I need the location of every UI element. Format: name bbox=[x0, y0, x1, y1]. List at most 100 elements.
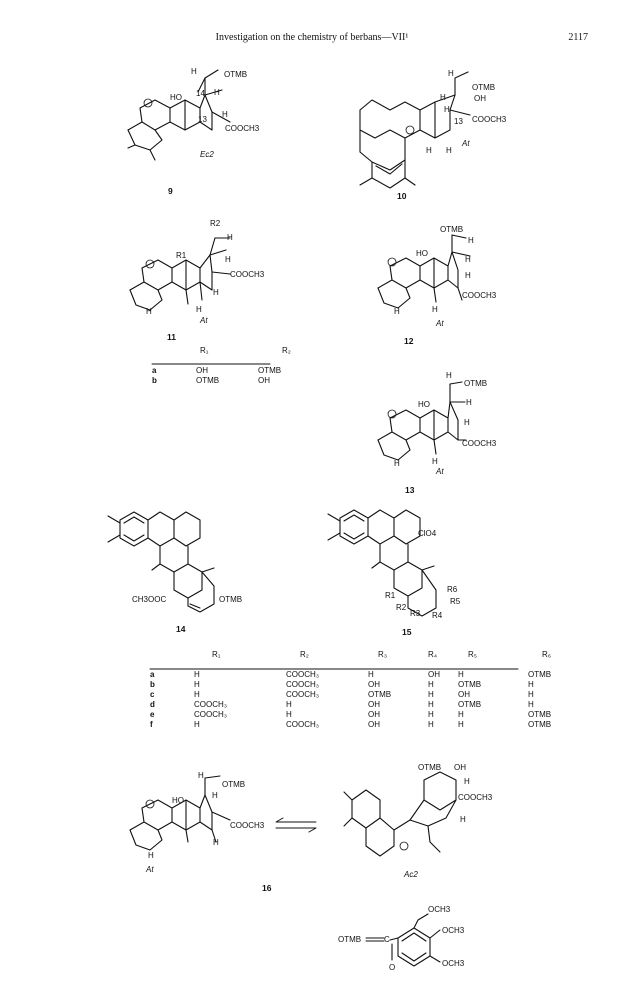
label-cooch3: COOCH3 bbox=[472, 115, 507, 124]
label-och3: OCH3 bbox=[428, 905, 451, 914]
label-locant: 14 bbox=[196, 89, 205, 98]
label-r1: R1 bbox=[385, 591, 396, 600]
label-h: H bbox=[213, 838, 219, 847]
table-cell: OH bbox=[458, 690, 470, 699]
label-cooch3: COOCH3 bbox=[462, 291, 497, 300]
label-otmb: OTMB bbox=[224, 70, 247, 79]
table-cell: OTMB bbox=[368, 690, 392, 699]
label-carbonyl-o: O bbox=[389, 963, 395, 972]
label-oh: OH bbox=[454, 763, 466, 772]
structure-16: H OTMB HO H COOCH3 H H At OTMB OH H COOC… bbox=[129, 763, 493, 893]
label-otmb: OTMB bbox=[219, 595, 242, 604]
label-cooch3: COOCH3 bbox=[230, 270, 265, 279]
compound-number: 16 bbox=[262, 883, 272, 893]
label-carbonyl-c: C bbox=[384, 935, 390, 944]
label-h: H bbox=[426, 146, 432, 155]
conformation-label: At bbox=[461, 139, 470, 148]
table-header: R₂ bbox=[300, 650, 309, 659]
label-h: H bbox=[464, 777, 470, 786]
label-otmb: OTMB bbox=[440, 225, 463, 234]
label-locant: 13 bbox=[198, 115, 207, 124]
table-cell: H bbox=[428, 680, 434, 689]
table-cell: OTMB bbox=[528, 710, 552, 719]
label-otmb: OTMB bbox=[464, 379, 487, 388]
table-cell: H bbox=[428, 690, 434, 699]
table-row: a OH OTMB bbox=[152, 366, 291, 376]
table-cell: H bbox=[528, 700, 534, 709]
label-r2: R2 bbox=[210, 219, 221, 228]
table-cell: H bbox=[458, 720, 464, 729]
label-h: H bbox=[225, 255, 231, 264]
label-cooch3: COOCH3 bbox=[458, 793, 493, 802]
structure-15: ClO4 R1 R2 R3 R4 R5 R6 15 bbox=[327, 509, 461, 637]
equilibrium-arrow bbox=[275, 817, 317, 823]
table-cell: OH bbox=[368, 680, 380, 689]
label-h: H bbox=[444, 105, 450, 114]
table-cell: c bbox=[150, 690, 155, 699]
label-perchlorate: ClO4 bbox=[418, 529, 437, 538]
running-title: Investigation on the chemistry of berban… bbox=[215, 32, 409, 43]
structure-13: H OTMB HO H H COOCH3 H H At 13 bbox=[377, 371, 497, 495]
table-cell: OH bbox=[368, 720, 380, 729]
table-header: R₆ bbox=[542, 650, 552, 659]
label-h: H bbox=[446, 371, 452, 380]
table-cell: H bbox=[286, 710, 292, 719]
page-header: Investigation on the chemistry of berban… bbox=[0, 32, 624, 48]
label-ch3ooc: CH3OOC bbox=[132, 595, 166, 604]
structure-14: CH3OOC OTMB 14 bbox=[107, 511, 242, 634]
label-ho: HO bbox=[170, 93, 182, 102]
table-cell: OTMB bbox=[528, 670, 552, 679]
table-cell: OH bbox=[258, 376, 270, 385]
label-h: H bbox=[465, 255, 471, 264]
table-cell: COOCH₃ bbox=[194, 710, 228, 719]
table-header: R₄ bbox=[428, 650, 438, 659]
label-cooch3: COOCH3 bbox=[225, 124, 260, 133]
equilibrium-arrow bbox=[275, 827, 317, 833]
table-cell: e bbox=[150, 710, 155, 719]
table-cell: H bbox=[458, 670, 464, 679]
label-h: H bbox=[466, 398, 472, 407]
conformation-label: At bbox=[435, 319, 444, 328]
label-otmb: OTMB bbox=[338, 935, 361, 944]
conformation-label: At bbox=[145, 865, 154, 874]
table-cell: a bbox=[150, 670, 155, 679]
table-cell: b bbox=[152, 376, 157, 385]
table-cell: H bbox=[428, 700, 434, 709]
label-h: H bbox=[464, 418, 470, 427]
table-cell: OTMB bbox=[258, 366, 282, 375]
table-cell: H bbox=[528, 680, 534, 689]
compound-number: 14 bbox=[176, 624, 186, 634]
substituent-table-11: R₁ R₂ a OH OTMB b OTMB OH bbox=[152, 346, 291, 386]
label-r5: R5 bbox=[450, 597, 461, 606]
label-h: H bbox=[446, 146, 452, 155]
table-cell: H bbox=[194, 670, 200, 679]
table-cell: H bbox=[528, 690, 534, 699]
label-r3: R3 bbox=[410, 609, 421, 618]
table-cell: d bbox=[150, 700, 155, 709]
structure-10: H OTMB H OH H COOCH3 H H 13 At 10 bbox=[359, 69, 507, 201]
conformation-label: At bbox=[435, 467, 444, 476]
label-h: H bbox=[214, 88, 220, 97]
table-cell: COOCH₃ bbox=[286, 720, 320, 729]
table-row: b OTMB OH bbox=[152, 376, 291, 386]
label-h: H bbox=[432, 305, 438, 314]
table-cell: H bbox=[368, 670, 374, 679]
table-cell: H bbox=[428, 710, 434, 719]
conformation-label: Ac2 bbox=[403, 870, 418, 879]
table-header: R₅ bbox=[468, 650, 477, 659]
compound-number: 11 bbox=[167, 332, 176, 342]
label-r4: R4 bbox=[432, 611, 443, 620]
table-cell: OH bbox=[368, 700, 380, 709]
table-cell: OH bbox=[428, 670, 440, 679]
table-header-row: R₁ R₂ R₃ R₄ R₅ R₆ bbox=[150, 650, 551, 662]
otmb-definition: OTMB C O OCH3 OCH3 OCH3 bbox=[338, 905, 465, 972]
label-cooch3: COOCH3 bbox=[462, 439, 497, 448]
label-otmb: OTMB bbox=[472, 83, 495, 92]
label-h: H bbox=[448, 69, 454, 78]
